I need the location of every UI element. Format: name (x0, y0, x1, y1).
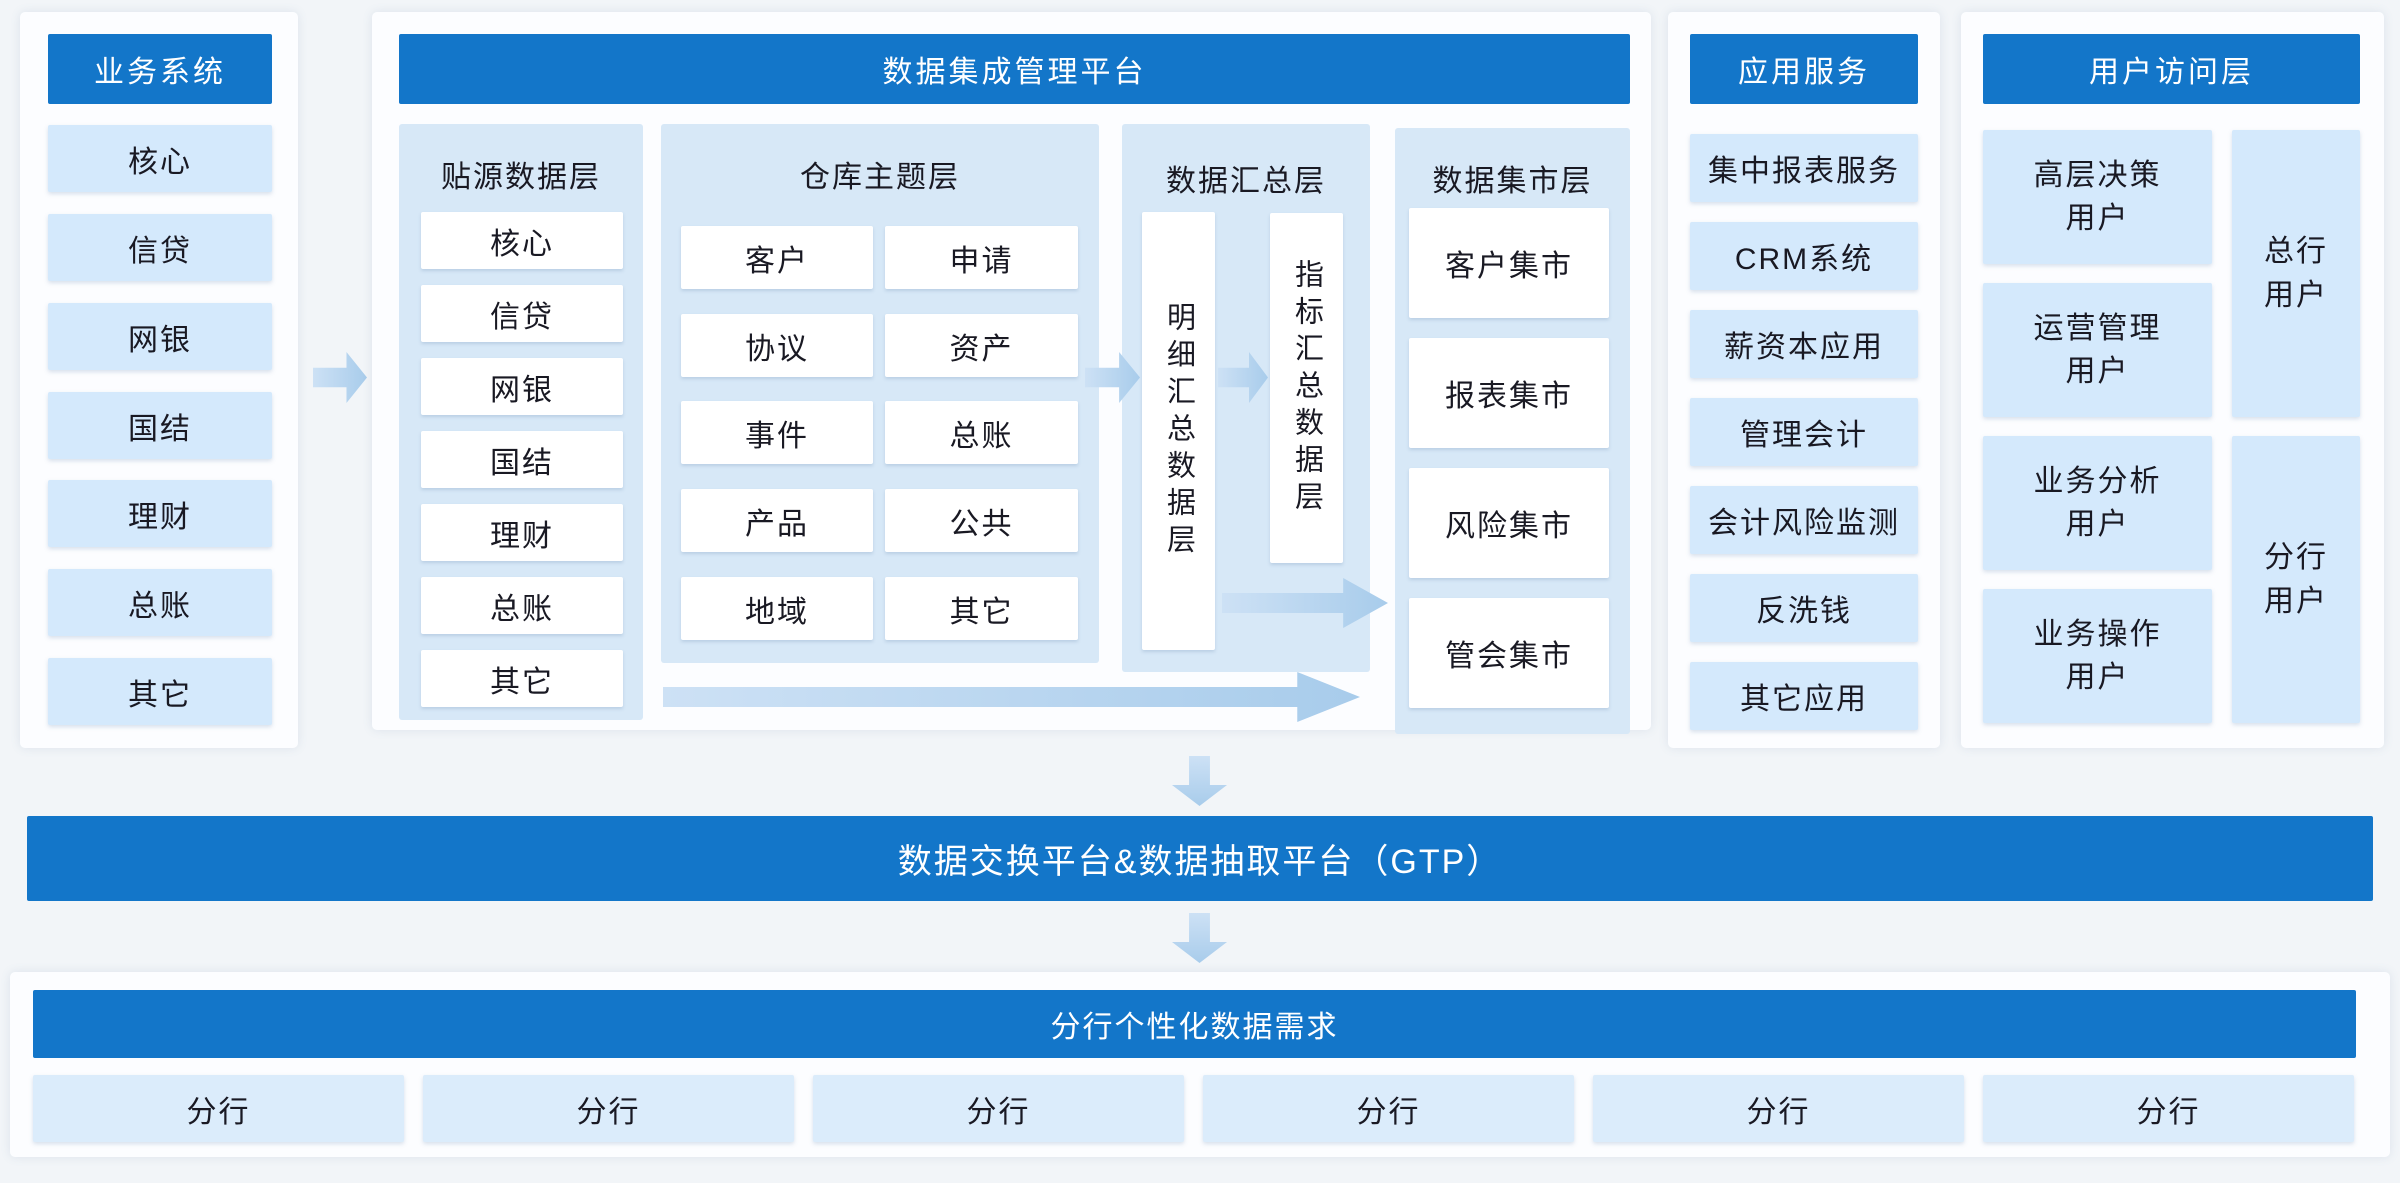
business-system-item: 网银 (48, 303, 272, 370)
warehouse-item: 总账 (885, 401, 1078, 464)
source-layer-title: 贴源数据层 (441, 161, 601, 194)
warehouse-item: 其它 (885, 577, 1078, 640)
app-service-item: 其它应用 (1690, 662, 1918, 730)
branch-item: 分行 (813, 1075, 1184, 1142)
mart-item: 管会集市 (1409, 598, 1609, 708)
mart-layer-panel: 数据集市层 客户集市 报表集市 风险集市 管会集市 (1395, 128, 1630, 734)
branch-item: 分行 (1983, 1075, 2354, 1142)
app-service-item: 管理会计 (1690, 398, 1918, 466)
head-office-users-box: 总行 用户 (2232, 130, 2360, 417)
warehouse-layer-panel: 仓库主题层 客户 申请 协议 资产 事件 总账 产品 公共 地域 其它 (661, 124, 1099, 663)
flow-right-arrow-long-icon (663, 672, 1360, 722)
indicator-summary-box: 指标汇总数据层 (1270, 213, 1343, 563)
user-group-item: 运营管理 用户 (1983, 283, 2212, 417)
source-layer-item: 核心 (421, 212, 623, 269)
warehouse-item: 申请 (885, 226, 1078, 289)
business-system-item: 信贷 (48, 214, 272, 281)
branch-users-box: 分行 用户 (2232, 436, 2360, 723)
app-services-card: 应用服务 集中报表服务 CRM系统 薪资本应用 管理会计 会计风险监测 反洗钱 … (1668, 12, 1940, 748)
warehouse-item: 资产 (885, 314, 1078, 377)
source-layer-item: 网银 (421, 358, 623, 415)
flow-down-arrow-icon (1172, 756, 1227, 806)
source-layer-panel: 贴源数据层 核心 信贷 网银 国结 理财 总账 其它 (399, 124, 643, 720)
branch-item: 分行 (1593, 1075, 1964, 1142)
summary-layer-title: 数据汇总层 (1166, 165, 1326, 198)
warehouse-item: 事件 (681, 401, 873, 464)
mart-item: 风险集市 (1409, 468, 1609, 578)
source-layer-item: 理财 (421, 504, 623, 561)
flow-down-arrow-icon (1172, 913, 1227, 963)
branch-item: 分行 (33, 1075, 404, 1142)
warehouse-item: 协议 (681, 314, 873, 377)
branch-section-header: 分行个性化数据需求 (33, 990, 2356, 1058)
warehouse-item: 客户 (681, 226, 873, 289)
branch-item: 分行 (1203, 1075, 1574, 1142)
business-system-item: 其它 (48, 658, 272, 725)
user-group-item: 业务操作 用户 (1983, 589, 2212, 723)
source-layer-item: 国结 (421, 431, 623, 488)
mart-layer-title: 数据集市层 (1432, 165, 1593, 198)
gtp-platform-bar: 数据交换平台&数据抽取平台（GTP） (27, 816, 2373, 901)
branch-section-card: 分行个性化数据需求 分行 分行 分行 分行 分行 分行 (10, 972, 2390, 1157)
business-system-item: 总账 (48, 569, 272, 636)
warehouse-item: 公共 (885, 489, 1078, 552)
platform-header: 数据集成管理平台 (399, 34, 1630, 104)
platform-card: 数据集成管理平台 贴源数据层 核心 信贷 网银 国结 理财 总账 其它 仓库主题… (372, 12, 1651, 734)
business-system-item: 国结 (48, 392, 272, 459)
source-layer-item: 其它 (421, 650, 623, 707)
source-layer-item: 总账 (421, 577, 623, 634)
app-service-item: 会计风险监测 (1690, 486, 1918, 554)
app-services-header: 应用服务 (1690, 34, 1918, 104)
summary-layer-panel: 数据汇总层 明细汇总数据层 指标汇总数据层 (1122, 124, 1370, 672)
user-group-item: 业务分析 用户 (1983, 436, 2212, 570)
branch-item: 分行 (423, 1075, 794, 1142)
app-service-item: 集中报表服务 (1690, 134, 1918, 202)
business-systems-card: 业务系统 核心 信贷 网银 国结 理财 总账 其它 (20, 12, 298, 748)
business-systems-header: 业务系统 (48, 34, 272, 104)
detail-summary-box: 明细汇总数据层 (1142, 212, 1215, 650)
source-layer-item: 信贷 (421, 285, 623, 342)
app-service-item: 薪资本应用 (1690, 310, 1918, 378)
app-service-item: 反洗钱 (1690, 574, 1918, 642)
user-access-card: 用户访问层 高层决策 用户 运营管理 用户 业务分析 用户 业务操作 用户 总行… (1961, 12, 2384, 748)
mart-item: 报表集市 (1409, 338, 1609, 448)
flow-right-arrow-icon (313, 352, 367, 403)
user-access-header: 用户访问层 (1983, 34, 2360, 104)
warehouse-item: 产品 (681, 489, 873, 552)
app-service-item: CRM系统 (1690, 222, 1918, 290)
mart-item: 客户集市 (1409, 208, 1609, 318)
business-system-item: 理财 (48, 480, 272, 547)
user-group-item: 高层决策 用户 (1983, 130, 2212, 264)
business-system-item: 核心 (48, 125, 272, 192)
warehouse-layer-title: 仓库主题层 (800, 161, 960, 194)
warehouse-item: 地域 (681, 577, 873, 640)
